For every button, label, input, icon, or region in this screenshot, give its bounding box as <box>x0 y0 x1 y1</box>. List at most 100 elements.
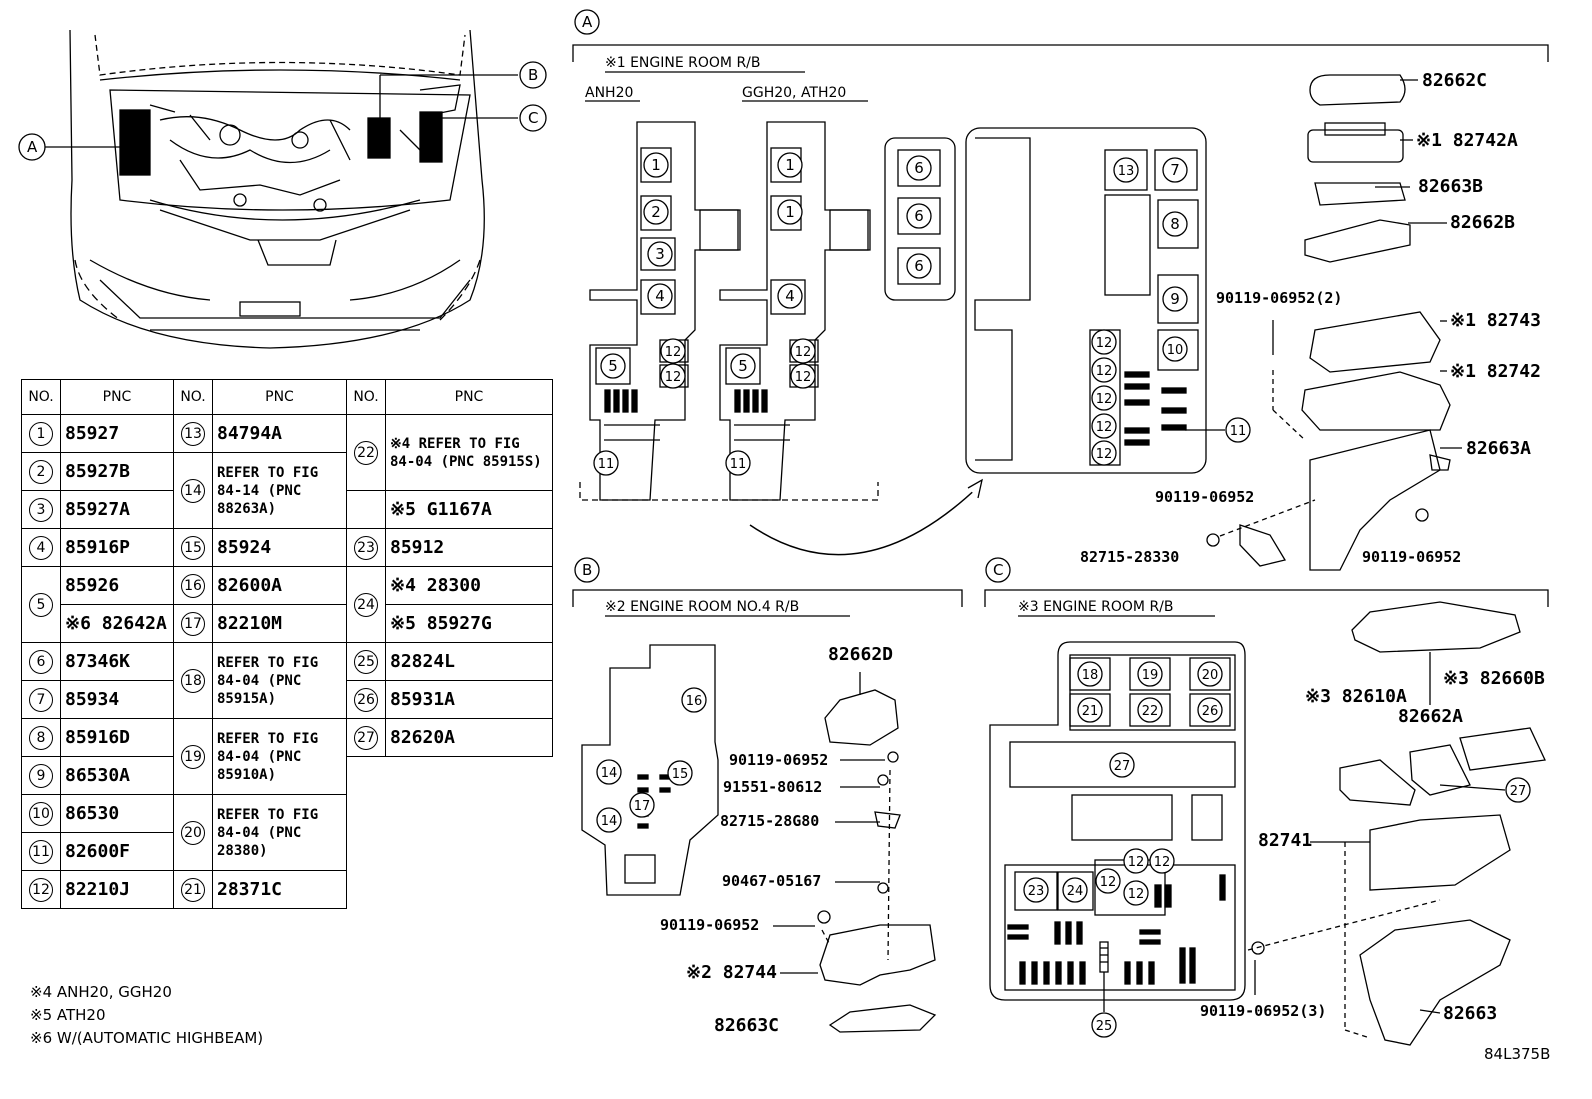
callout-number: 11 <box>730 457 747 472</box>
pnc-cell: 85924 <box>212 528 347 567</box>
callout-number: 10 <box>1167 343 1184 358</box>
label-82663: 82663 <box>1443 1003 1498 1024</box>
callout-number: 9 <box>1170 290 1180 308</box>
pnc-cell: ※5 G1167A <box>385 490 553 529</box>
row-no: 23 <box>354 535 378 560</box>
callout-number-circle <box>681 687 707 713</box>
header-pnc-1: PNC <box>60 379 174 415</box>
label-82662d: 82662D <box>828 644 894 665</box>
pnc-cell: REFER TO FIG 84-04 (PNC 85915A) <box>212 642 347 719</box>
callout-number-circle <box>906 155 932 181</box>
pnc-cell: 85926 <box>60 566 174 605</box>
callout-b-label: B <box>528 66 538 84</box>
callout-number-circle <box>660 338 686 364</box>
callout-number-circle <box>593 450 619 476</box>
section-a-bracket <box>572 44 1549 62</box>
row-no: 26 <box>354 687 378 712</box>
callout-number: 6 <box>914 207 924 225</box>
label-82663b: 82663B <box>1418 176 1484 197</box>
section-b-bracket <box>572 589 963 607</box>
callout-number-circle <box>1023 877 1049 903</box>
callout-number: 12 <box>1100 875 1117 890</box>
section-a-marker <box>574 9 600 35</box>
row-no: 19 <box>181 744 205 769</box>
callout-number: 2 <box>651 203 661 221</box>
flip-arrow <box>749 484 981 556</box>
callout-number: 12 <box>1096 447 1113 462</box>
callout-number: 5 <box>608 357 618 375</box>
label-91551-80612: 91551-80612 <box>723 778 823 796</box>
relay-block-anh20 <box>589 121 741 501</box>
callout-number-circle <box>643 152 669 178</box>
exploded-parts-b <box>773 672 937 1033</box>
callout-number-circle <box>1162 211 1188 237</box>
header-no-2: NO. <box>173 379 213 415</box>
callout-number: 12 <box>665 345 682 360</box>
row-no: 13 <box>181 421 205 446</box>
row-no: 18 <box>181 668 205 693</box>
callout-number: 4 <box>785 287 795 305</box>
callout-number: 14 <box>601 814 618 829</box>
callout-number: 20 <box>1202 668 1219 683</box>
callout-number-circle <box>660 363 686 389</box>
row-no: 21 <box>181 877 205 902</box>
label-82662c: 82662C <box>1422 70 1488 91</box>
pnc-cell: ※4 REFER TO FIG 84-04 (PNC 85915S) <box>385 414 553 491</box>
callout-number-circle <box>1091 329 1117 355</box>
label-82744: ※2 82744 <box>686 962 777 983</box>
pnc-cell: ※4 28300 <box>385 566 553 605</box>
callout-number-circle <box>1077 661 1103 687</box>
row-no: 3 <box>29 497 53 522</box>
exploded-parts-a <box>1206 74 1462 571</box>
pnc-cell: 82210J <box>60 870 174 909</box>
label-90119-06952-b1: 90119-06952 <box>729 751 829 769</box>
pnc-cell: 85927B <box>60 452 174 491</box>
pnc-cell: 85931A <box>385 680 553 719</box>
callout-number-circle <box>790 338 816 364</box>
row-no: 24 <box>354 592 378 617</box>
label-82662a: 82662A <box>1398 706 1464 727</box>
pnc-cell: 82620A <box>385 718 553 757</box>
callout-number-circle <box>647 241 673 267</box>
pnc-cell: 85927A <box>60 490 174 529</box>
relay-stack-6 <box>884 137 956 301</box>
pnc-cell: 85927 <box>60 414 174 453</box>
row-no: 25 <box>354 649 378 674</box>
label-82741: 82741 <box>1258 830 1313 851</box>
relay-box-c <box>989 641 1246 1012</box>
section-b-marker-label: B <box>582 561 592 579</box>
header-no-1: NO. <box>21 379 61 415</box>
row-no: 4 <box>29 535 53 560</box>
callout-number-circle <box>643 199 669 225</box>
callout-number: 27 <box>1510 784 1527 799</box>
row-no: 2 <box>29 459 53 484</box>
row-no: 11 <box>29 839 53 864</box>
row-no: 15 <box>181 535 205 560</box>
label-90119-06952-a2: 90119-06952 <box>1362 548 1462 566</box>
pnc-cell: 82210M <box>212 604 347 643</box>
callout-number: 3 <box>655 245 665 263</box>
callout-number-circle <box>1123 880 1149 906</box>
callout-number: 12 <box>795 345 812 360</box>
callout-number: 25 <box>1096 1019 1113 1034</box>
footnotes: ※4 ANH20, GGH20 ※5 ATH20 ※6 W/(AUTOMATIC… <box>30 981 263 1050</box>
row-no: 16 <box>181 573 205 598</box>
callout-number: 24 <box>1067 884 1084 899</box>
note-6: ※6 W/(AUTOMATIC HIGHBEAM) <box>30 1029 264 1047</box>
relay-box-main-a <box>965 127 1225 474</box>
section-a-title: ※1 ENGINE ROOM R/B <box>605 55 761 71</box>
callout-number-circle <box>667 760 693 786</box>
header-pnc-3: PNC <box>385 379 553 415</box>
callout-c-label: C <box>528 109 538 127</box>
note-5: ※5 ATH20 <box>30 1006 106 1024</box>
relay-block-ggh20 <box>719 121 871 501</box>
callout-number-circle <box>1077 697 1103 723</box>
callout-number-circle <box>1162 336 1188 362</box>
label-82715-28330: 82715-28330 <box>1080 548 1180 566</box>
section-c-title: ※3 ENGINE ROOM R/B <box>1018 599 1174 615</box>
pnc-cell: 84794A <box>212 414 347 453</box>
label-90119-06952-3: 90119-06952(3) <box>1200 1002 1327 1020</box>
callout-number-circle <box>1149 848 1175 874</box>
callout-number: 1 <box>785 156 795 174</box>
